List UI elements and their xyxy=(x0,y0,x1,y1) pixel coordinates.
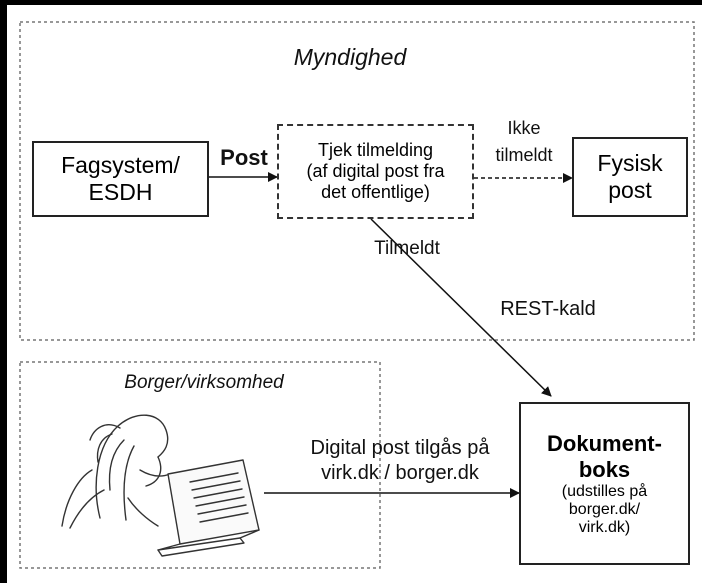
check-line3: det offentlige) xyxy=(321,182,430,202)
dokumentboks-line3: (udstilles på xyxy=(561,482,648,500)
arrow-tilmeldt xyxy=(370,218,552,397)
edge-label-ikke-tilmeldt-line1: Ikke xyxy=(507,118,541,138)
check-subscription-box: Tjek tilmelding (af digital post fra det… xyxy=(277,124,474,219)
frame-left-border xyxy=(0,0,7,583)
frame-top-border xyxy=(0,0,702,5)
edge-label-tilmeldt: Tilmeldt xyxy=(374,238,440,259)
edge-label-rest-kald: REST-kald xyxy=(500,298,596,320)
edge-label-post: Post xyxy=(220,145,268,170)
physical-post-line1: Fysisk xyxy=(597,150,663,176)
physical-post-line2: post xyxy=(608,177,652,203)
dokumentboks-box: Dokument- boks (udstilles på borger.dk/ … xyxy=(519,402,690,565)
fagsystem-line2: ESDH xyxy=(88,179,153,205)
dokumentboks-line2: boks xyxy=(578,456,631,482)
fagsystem-line1: Fagsystem/ xyxy=(61,152,180,178)
citizen-region xyxy=(19,361,381,569)
authority-region xyxy=(19,21,695,341)
citizen-region-label: Borger/virksomhed xyxy=(124,372,284,393)
edge-label-digital-post-line1: Digital post tilgås på xyxy=(310,437,490,459)
dokumentboks-line1: Dokument- xyxy=(547,430,662,456)
authority-region-label: Myndighed xyxy=(293,44,407,70)
check-line1: Tjek tilmelding xyxy=(317,140,434,160)
edge-label-digital-post-line2: virk.dk / borger.dk xyxy=(321,462,479,484)
dokumentboks-line5: virk.dk) xyxy=(578,518,631,536)
edge-label-ikke-tilmeldt-line2: tilmeldt xyxy=(495,145,553,165)
physical-post-box: Fysisk post xyxy=(572,137,688,217)
dokumentboks-line4: borger.dk/ xyxy=(568,500,641,518)
fagsystem-box: Fagsystem/ ESDH xyxy=(32,141,209,217)
check-line2: (af digital post fra xyxy=(306,161,445,181)
person-reading-laptop-icon xyxy=(61,414,260,557)
